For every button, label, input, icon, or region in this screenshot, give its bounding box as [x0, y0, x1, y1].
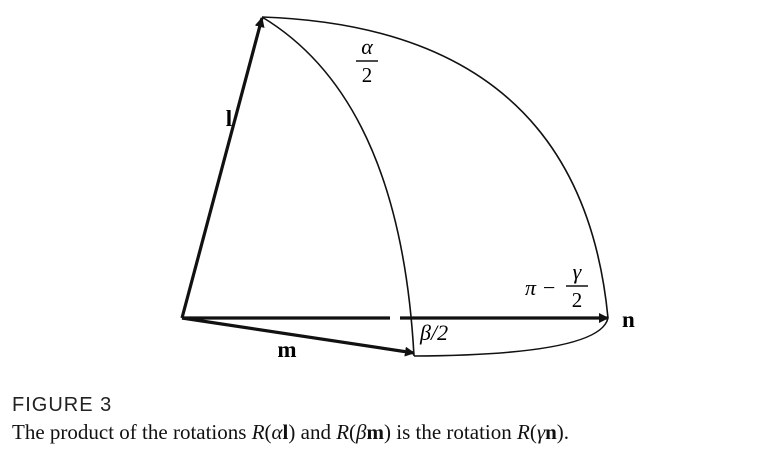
- caption-r1-close: ): [288, 420, 296, 444]
- caption-r1: R: [251, 420, 265, 444]
- caption-r3-vec: n: [545, 420, 557, 444]
- caption-r2-vec: m: [366, 420, 385, 444]
- vector-m-arrow: [181, 316, 415, 357]
- arc-m-to-n: [413, 317, 609, 357]
- caption-r1-vec: l: [282, 420, 289, 444]
- label-l: l: [226, 106, 232, 131]
- caption-r3: R: [517, 420, 530, 444]
- caption-text-1: The product of the rotations: [12, 420, 252, 444]
- label-alpha: α: [361, 34, 373, 59]
- label-beta-half: β/2: [419, 320, 448, 345]
- label-m: m: [277, 337, 296, 362]
- caption-text-2: and: [295, 420, 337, 444]
- label-gamma: γ: [573, 259, 583, 284]
- caption-block: FIGURE 3 The product of the rotations R(…: [12, 393, 777, 447]
- caption-r2-open: (: [349, 420, 357, 444]
- caption-r3-close: ).: [556, 420, 570, 444]
- caption-r2-greek: β: [356, 420, 367, 444]
- caption-r3-greek: γ: [536, 420, 546, 444]
- figure-label: FIGURE 3: [12, 394, 113, 416]
- caption-r3-open: (: [529, 420, 537, 444]
- label-pi-minus: π −: [525, 275, 556, 300]
- caption-r2: R: [336, 420, 350, 444]
- arc-l-to-n: [261, 16, 609, 319]
- caption-text-3: is the rotation: [391, 420, 517, 444]
- label-alpha-denominator: 2: [362, 63, 373, 87]
- figure-caption: The product of the rotations R(αl) and R…: [12, 417, 777, 447]
- caption-r2-close: ): [384, 420, 392, 444]
- arc-l-to-m: [261, 16, 415, 357]
- caption-r1-open: (: [264, 420, 272, 444]
- vector-l-arrow: [180, 17, 265, 319]
- caption-r1-greek: α: [271, 420, 283, 444]
- label-n: n: [622, 307, 635, 332]
- label-gamma-denominator: 2: [572, 288, 583, 312]
